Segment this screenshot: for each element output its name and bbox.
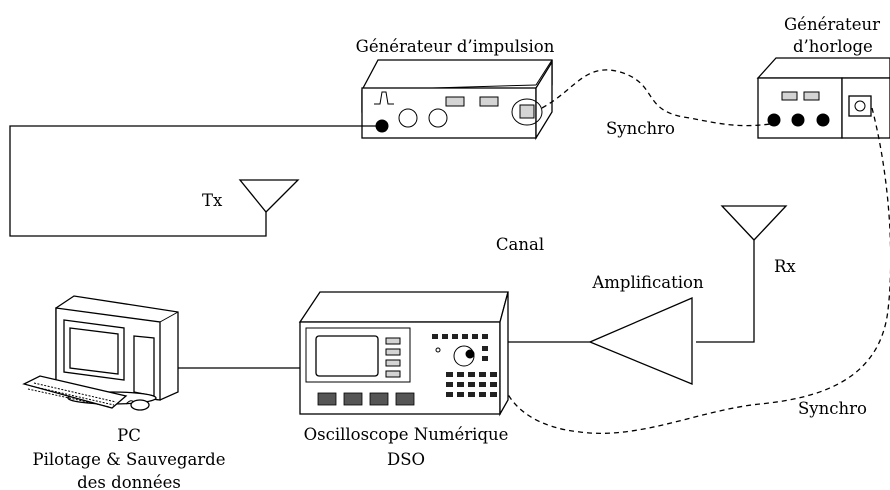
pc-monitor-side-panel xyxy=(133,335,155,397)
pulse-sync-port-ring xyxy=(511,98,543,126)
dso-softkey-3 xyxy=(385,359,401,367)
amplifier-symbol xyxy=(588,297,693,385)
synchro-link-bottom xyxy=(501,107,890,434)
clock-button-1 xyxy=(781,91,798,101)
pulse-sync-port xyxy=(519,104,535,119)
dso-softkey-2 xyxy=(385,348,401,356)
pc-mouse-cable xyxy=(125,400,135,405)
pc-keyboard xyxy=(22,375,128,409)
channel-label: Canal xyxy=(496,235,544,254)
pulse-waveform-icon xyxy=(374,91,394,105)
clock-generator-label-line2: d’horloge xyxy=(793,37,873,56)
rx-label: Rx xyxy=(774,257,796,276)
pulse-generator xyxy=(361,59,553,141)
pc-monitor-top-edge xyxy=(159,311,179,323)
dso-bottom-button-2 xyxy=(343,392,363,406)
pc-screen xyxy=(69,327,119,375)
clock-output-port xyxy=(848,95,872,117)
synchro-top-label: Synchro xyxy=(606,119,675,138)
clock-connector-3 xyxy=(816,113,830,127)
tx-label: Tx xyxy=(202,191,223,210)
clock-generator-label-line1: Générateur xyxy=(784,15,880,34)
tx-cable xyxy=(9,125,376,237)
dso-knob-marker xyxy=(465,349,475,359)
dso-top xyxy=(298,291,509,323)
dso-bottom-button-1 xyxy=(317,392,337,406)
synchro-bottom-label: Synchro xyxy=(798,399,867,418)
rx-antenna xyxy=(720,205,788,241)
dso-side xyxy=(499,291,509,417)
tx-antenna xyxy=(238,179,300,213)
rx-cable xyxy=(696,240,755,343)
dso-label-line2: DSO xyxy=(387,450,425,469)
pulse-generator-label: Générateur d’impulsion xyxy=(356,37,555,56)
dso-side-key-2 xyxy=(482,356,488,361)
dso-screen-bezel xyxy=(305,327,411,383)
dso-indicator-light xyxy=(435,347,441,353)
pc-label-line1: PC xyxy=(117,426,141,445)
pulse-knob-1 xyxy=(398,108,418,128)
pc-mouse xyxy=(130,399,150,411)
amplification-label: Amplification xyxy=(591,273,704,292)
pulse-button-2 xyxy=(479,96,499,107)
pulse-button-1 xyxy=(445,96,465,107)
clock-connector-2 xyxy=(791,113,805,127)
dso-oscilloscope xyxy=(298,291,509,417)
synchro-link-top xyxy=(541,69,771,127)
clock-generator xyxy=(756,57,890,139)
dso-keypad xyxy=(446,372,497,397)
dso-bottom-button-4 xyxy=(395,392,415,406)
dso-top-key-row xyxy=(432,334,488,339)
pulse-knob-2 xyxy=(428,108,448,128)
dso-softkey-4 xyxy=(385,370,401,378)
pc-label-line3: des données xyxy=(77,473,181,490)
dso-softkey-1 xyxy=(385,337,401,345)
clock-generator-top xyxy=(756,57,890,79)
pulse-output-connector xyxy=(375,119,389,133)
dso-bottom-button-3 xyxy=(369,392,389,406)
pc-label-line2: Pilotage & Sauvegarde xyxy=(32,450,225,469)
clock-output-dial xyxy=(854,100,866,112)
clock-generator-front-panel-left xyxy=(757,77,843,139)
dso-label-line1: Oscilloscope Numérique xyxy=(304,425,509,444)
dso-side-key-1 xyxy=(482,346,488,351)
clock-connector-1 xyxy=(767,113,781,127)
clock-button-2 xyxy=(803,91,820,101)
pulse-generator-front-panel xyxy=(361,87,537,139)
dso-screen xyxy=(315,335,379,377)
pulse-generator-top-edge xyxy=(535,59,553,86)
pc-keyboard-keys xyxy=(27,382,117,408)
pc-computer xyxy=(22,295,179,411)
